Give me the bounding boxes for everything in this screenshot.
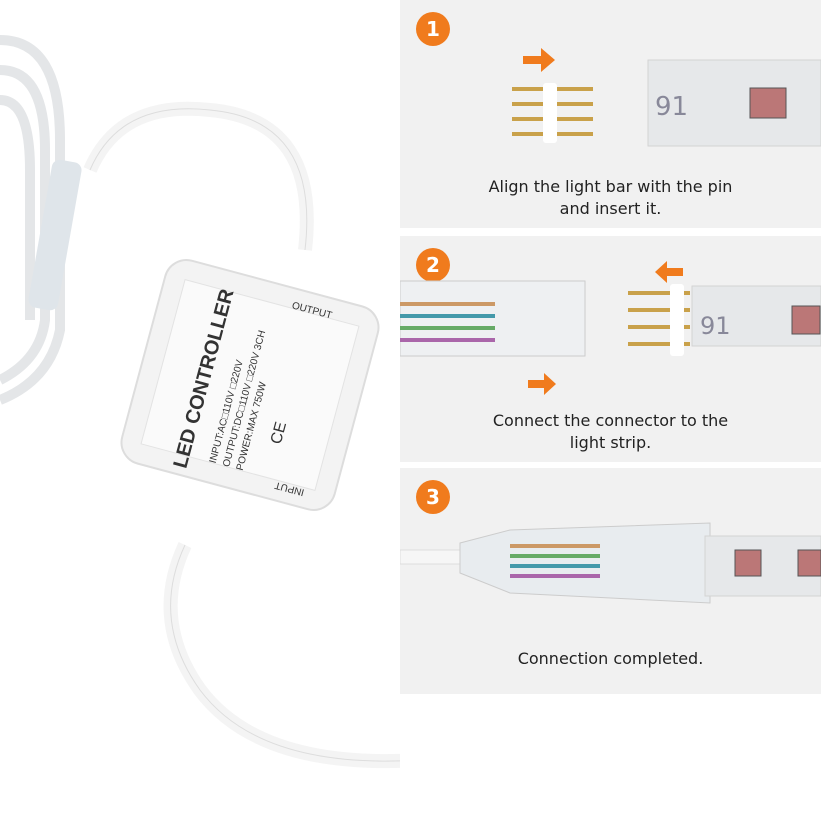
step-1-caption: Align the light bar with the pin and ins…: [400, 176, 821, 220]
step-2-panel: 2 91 Connect the connector to the light …: [400, 236, 821, 462]
output-cable: [83, 101, 314, 251]
led-chip: [749, 87, 787, 119]
step-2-illustration: 91: [400, 261, 821, 395]
led-chip: [734, 549, 762, 577]
arrow-right-icon: [523, 48, 555, 72]
step-1-badge: 1: [416, 12, 450, 46]
light-strip: [647, 59, 821, 147]
step-3-caption-line: Connection completed.: [517, 649, 704, 668]
ce-mark: CE: [268, 420, 290, 446]
strip-marking: 91: [700, 312, 731, 340]
step-1-panel: 1 91 Align the light bar with the pin an…: [400, 0, 821, 228]
step-3-panel: 3 Connection completed.: [400, 468, 821, 694]
step-2-caption: Connect the connector to the light strip…: [400, 410, 821, 454]
led-strip-product-illustration: LED CONTROLLER INPUT:AC□110V □220V OUTPU…: [0, 35, 400, 818]
step-3-caption: Connection completed.: [400, 648, 821, 670]
step-2-caption-line: light strip.: [569, 433, 652, 452]
step-3-badge: 3: [416, 480, 450, 514]
step-2-badge: 2: [416, 248, 450, 282]
controller-box: LED CONTROLLER INPUT:AC□110V □220V OUTPU…: [120, 259, 380, 511]
connected-connector: [459, 522, 711, 604]
coiled-led-strip: [0, 35, 65, 405]
step-3-illustration: [400, 522, 821, 604]
arrow-left-icon: [655, 261, 683, 283]
arrow-right-icon: [528, 373, 556, 395]
strip-connector: [28, 159, 82, 311]
strip-marking: 91: [655, 92, 688, 122]
input-cable: [163, 542, 400, 769]
led-chip: [791, 305, 821, 335]
led-chip: [797, 549, 821, 577]
plug: [397, 724, 400, 818]
connector-wires: [510, 544, 600, 578]
step-1-caption-line: and insert it.: [559, 199, 662, 218]
connector-wires: [400, 302, 495, 342]
connector-housing: [400, 280, 586, 357]
step-1-illustration: 91: [512, 48, 821, 147]
step-2-caption-line: Connect the connector to the: [492, 411, 729, 430]
step-1-caption-line: Align the light bar with the pin: [488, 177, 733, 196]
